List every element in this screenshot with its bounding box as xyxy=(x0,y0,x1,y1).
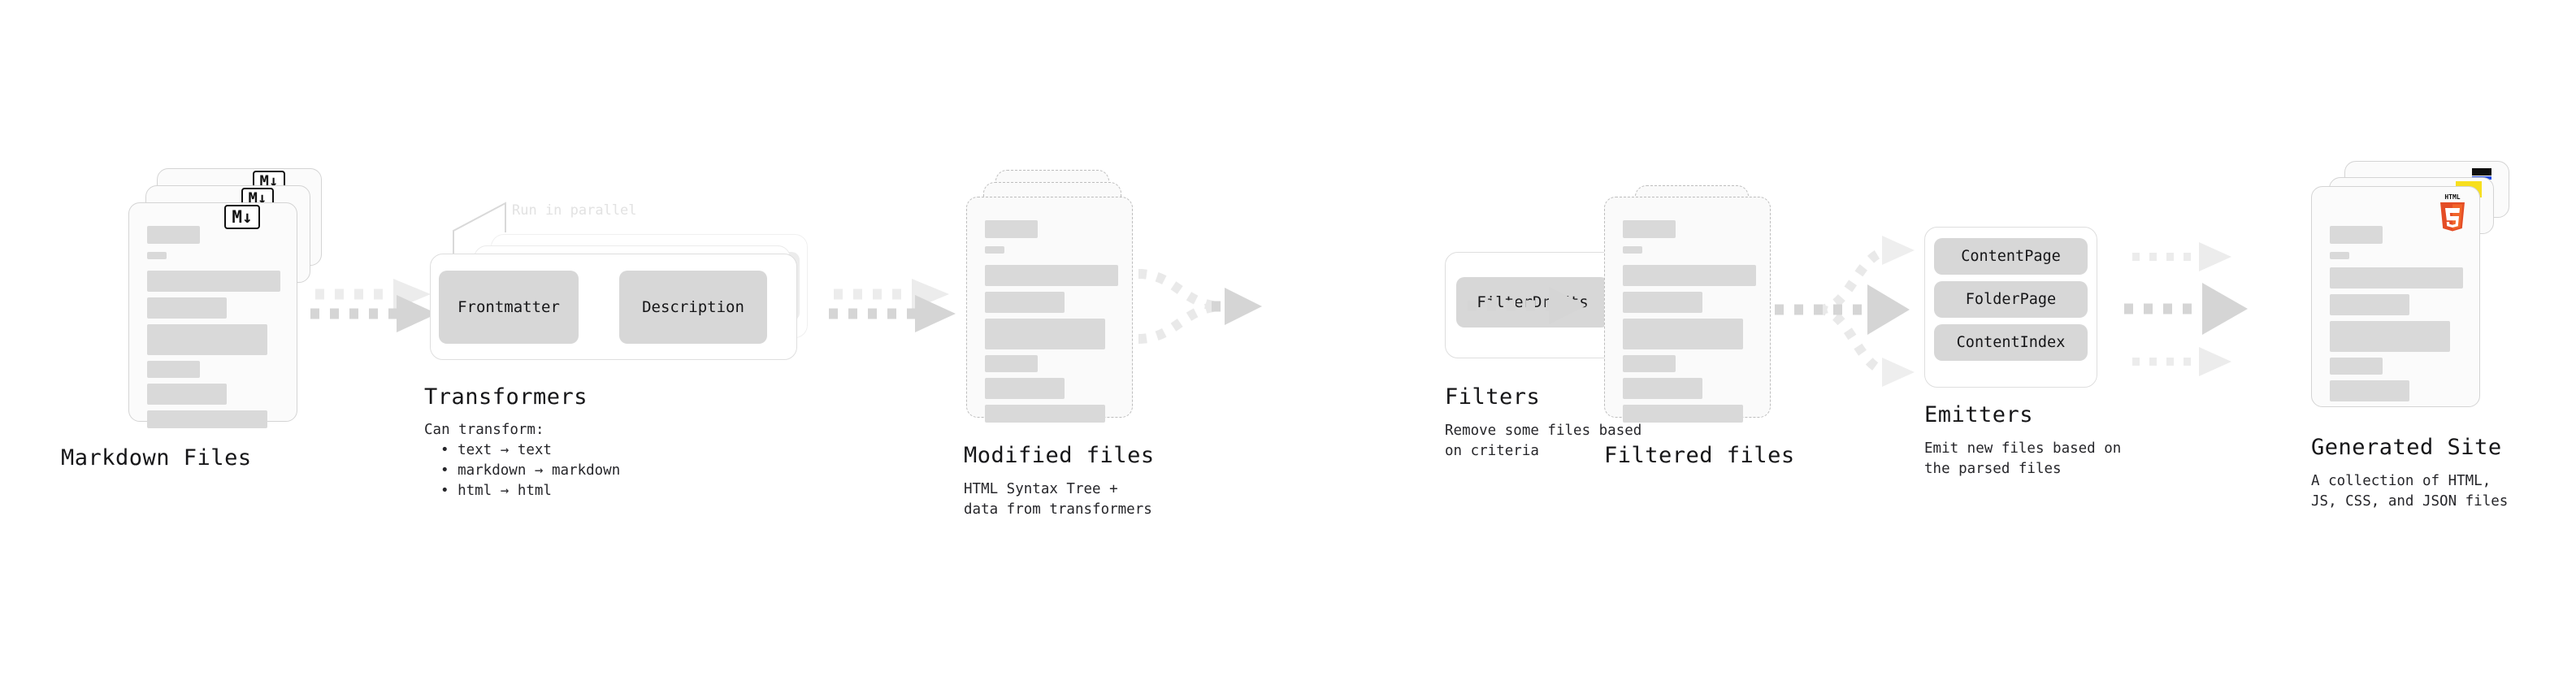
emitters-subtitle-0: Emit new files based on xyxy=(1924,440,2122,457)
doc-bar xyxy=(147,252,167,259)
doc-bar xyxy=(2330,358,2383,375)
stage-title-generated-site: Generated Site xyxy=(2311,435,2502,460)
site-card-front xyxy=(2311,186,2480,407)
doc-bar xyxy=(1623,292,1702,313)
markdown-card-front xyxy=(128,202,297,428)
doc-bar xyxy=(985,355,1038,372)
generated-site-subtitle-0: A collection of HTML, xyxy=(2311,473,2491,489)
doc-bar xyxy=(1623,355,1676,372)
modified-files-subtitle-0: HTML Syntax Tree + xyxy=(964,481,1118,497)
transformers-bullet-1: • markdown → markdown xyxy=(440,462,621,479)
doc-bar xyxy=(1623,265,1756,286)
doc-bar xyxy=(147,297,227,319)
doc-bar xyxy=(147,384,227,405)
doc-bar xyxy=(1623,319,1743,349)
doc-bar xyxy=(2330,294,2409,315)
doc-bar xyxy=(1623,246,1642,254)
doc-bar xyxy=(2330,252,2349,259)
doc-bar xyxy=(1623,405,1743,423)
arrow-markdown-to-transformers xyxy=(310,279,437,332)
doc-bar xyxy=(985,292,1065,313)
svg-text:HTML: HTML xyxy=(2444,193,2460,201)
stage-transformers: Run in parallel Frontmatter Description … xyxy=(423,0,861,681)
doc-bar xyxy=(147,324,267,355)
arrow-modified-to-filters xyxy=(1138,269,1262,344)
transformers-bullet-0: • text → text xyxy=(440,442,552,458)
doc-bar xyxy=(985,405,1105,423)
modified-card-front xyxy=(966,197,1133,423)
doc-bar xyxy=(2330,321,2450,352)
emitter-node-contentpage[interactable]: ContentPage xyxy=(1934,238,2088,275)
doc-bar xyxy=(985,319,1105,349)
doc-bar xyxy=(985,220,1038,238)
doc-bar xyxy=(147,226,200,244)
run-in-parallel-label: Run in parallel xyxy=(512,202,637,219)
stage-modified-files: Modified files HTML Syntax Tree + data f… xyxy=(935,0,1276,681)
doc-bar xyxy=(985,265,1118,286)
modified-files-subtitle-1: data from transformers xyxy=(964,501,1152,518)
transformer-node-frontmatter[interactable]: Frontmatter xyxy=(439,271,579,344)
markdown-icon: M↓ xyxy=(224,205,260,229)
arrow-filtered-to-emitters xyxy=(1775,236,1915,387)
arrow-filters-to-filtered xyxy=(1468,287,1586,324)
stage-title-emitters: Emitters xyxy=(1924,402,2034,427)
arrow-transformers-to-modified xyxy=(829,279,956,332)
transformer-node-description[interactable]: Description xyxy=(619,271,767,344)
stage-filtered-files: Filtered files xyxy=(1568,0,1910,681)
stage-title-filters: Filters xyxy=(1445,384,1541,410)
doc-bar xyxy=(1623,220,1676,238)
transformers-bullet-2: • html → html xyxy=(440,483,552,499)
stage-title-markdown-files: Markdown Files xyxy=(61,445,252,471)
generated-site-subtitle-1: JS, CSS, and JSON files xyxy=(2311,493,2509,510)
doc-bar xyxy=(147,410,267,428)
stage-emitters: ContentPage FolderPage ContentIndex Emit… xyxy=(1893,0,2235,681)
arrow-emitters-to-site xyxy=(2124,242,2248,376)
doc-bar xyxy=(1623,378,1702,399)
stage-title-transformers: Transformers xyxy=(424,384,588,410)
stage-generated-site: HTML Generated Site A collection of HTML… xyxy=(2210,0,2576,681)
doc-bar xyxy=(985,246,1004,254)
stage-title-filtered-files: Filtered files xyxy=(1604,443,1795,468)
doc-bar xyxy=(985,378,1065,399)
stage-filters: FilterDrafts Filters Remove some files b… xyxy=(1268,0,1641,681)
html5-icon: HTML xyxy=(2440,193,2465,232)
doc-bar xyxy=(147,271,280,292)
doc-bar xyxy=(2330,380,2409,401)
filters-subtitle-1: on criteria xyxy=(1445,443,1539,459)
emitters-subtitle-1: the parsed files xyxy=(1924,461,2062,477)
run-in-parallel-connector xyxy=(453,202,506,255)
emitter-node-folderpage[interactable]: FolderPage xyxy=(1934,281,2088,318)
filters-subtitle-0: Remove some files based xyxy=(1445,423,1642,439)
doc-bar xyxy=(2330,267,2463,288)
stage-markdown-files: M↓ M↓ M↓ Markdown Files xyxy=(0,0,341,681)
doc-bar xyxy=(2330,226,2383,244)
emitter-node-contentindex[interactable]: ContentIndex xyxy=(1934,324,2088,361)
doc-bar xyxy=(147,361,200,378)
transformers-subtitle-heading: Can transform: xyxy=(424,422,544,438)
filtered-card-front xyxy=(1604,197,1771,423)
stage-title-modified-files: Modified files xyxy=(964,443,1155,468)
